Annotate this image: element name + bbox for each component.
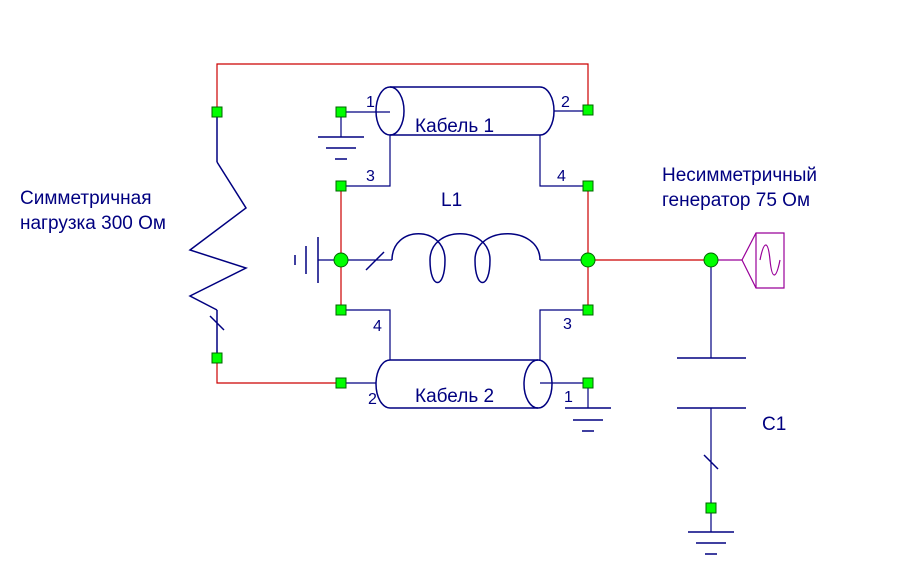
pin-cable2-2: 2 [368,391,377,408]
node-cable2-p4[interactable] [335,304,347,316]
capacitor-c1 [677,260,746,508]
labels: Симметричная нагрузка 300 Ом Кабель 1 Ка… [20,116,817,435]
resistor-zigzag [188,161,248,311]
load-label-line2: нагрузка 300 Ом [20,213,166,234]
cable-2-end [523,359,553,409]
cable2-label: Кабель 2 [415,386,494,407]
ground-left [294,237,341,283]
node-capacitor-bottom[interactable] [705,502,717,514]
junction-generator[interactable] [703,252,719,268]
load-resistor [188,112,248,358]
node-cable2-p2[interactable] [335,377,347,389]
load-label-line1: Симметричная [20,188,152,209]
cable-1-end [375,86,405,136]
node-cable2-p3[interactable] [582,304,594,316]
generator-label-line1: Несимметричный [662,165,817,186]
node-load-bottom[interactable] [211,352,223,364]
generator-body [741,232,785,289]
node-cable1-p4[interactable] [582,180,594,192]
pin-cable1-3: 3 [366,168,375,185]
ground-cable1 [318,112,364,160]
pin-cable2-3: 3 [563,316,572,333]
capacitor-tick [703,454,719,470]
pin-cable2-4: 4 [373,318,382,335]
ground-capacitor [688,508,734,555]
cable-1 [341,86,588,187]
node-cable1-p3[interactable] [335,180,347,192]
cable-1-body [390,86,555,136]
node-load-top[interactable] [211,106,223,118]
pin-cable1-1: 1 [366,94,375,111]
inductor-label: L1 [441,190,462,211]
node-cable1-p2[interactable] [582,104,594,116]
capacitor-label: C1 [762,414,786,435]
generator-label-line2: генератор 75 Ом [662,190,810,211]
wire-bottom-load [216,358,341,384]
junction-left[interactable] [333,252,349,268]
resistor-tick [209,315,225,331]
inductor-coil [391,233,541,283]
wire-top-loop [216,63,589,112]
sine-wave-icon [759,244,781,276]
node-cable2-p1[interactable] [582,377,594,389]
cable-2 [341,309,588,409]
generator-source [711,232,785,289]
inductor-l1 [341,233,588,283]
pin-cable1-4: 4 [557,168,566,185]
cable-2-body [375,359,538,409]
red-wires [216,63,711,384]
pin-cable2-1: 1 [564,389,573,406]
pin-nodes [211,104,717,514]
node-cable1-p1[interactable] [335,106,347,118]
pin-cable1-2: 2 [561,94,570,111]
inductor-tick [365,251,385,271]
pin-numbers: 1 2 3 4 4 3 2 1 [366,94,573,408]
junctions [333,252,719,268]
junction-right[interactable] [580,252,596,268]
cable1-label: Кабель 1 [415,116,494,137]
